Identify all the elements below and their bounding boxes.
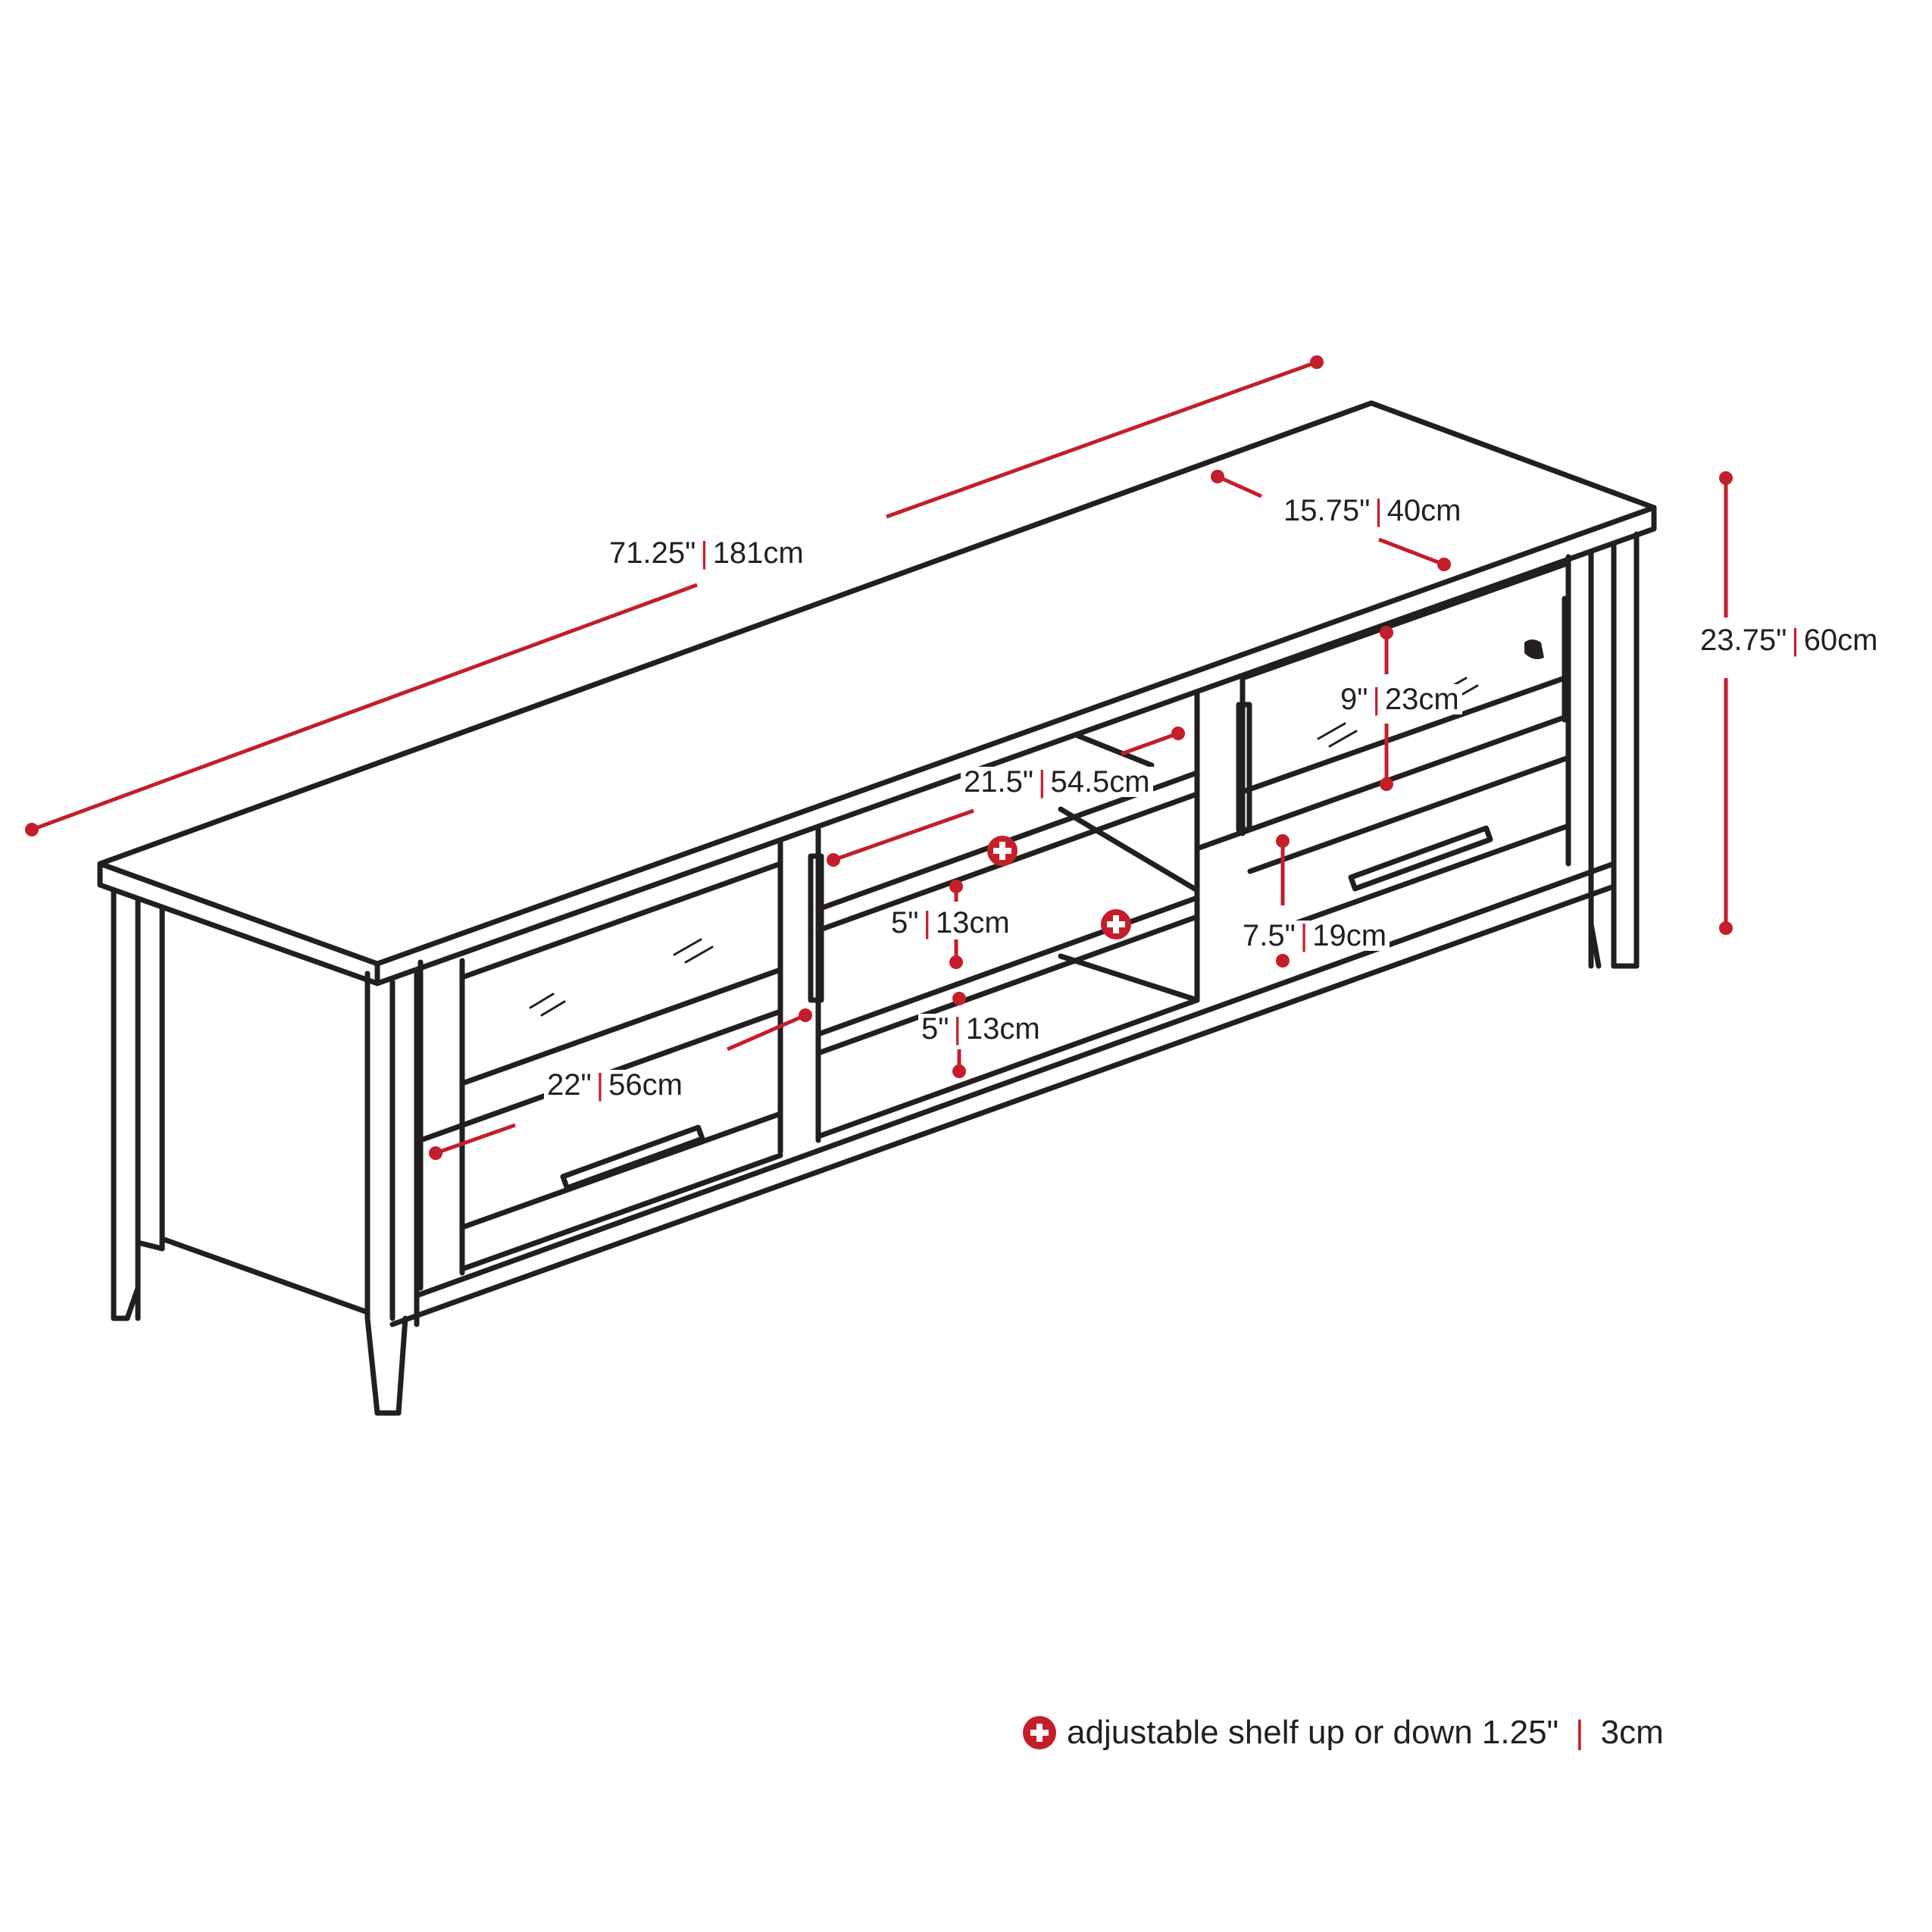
drawer-handle-right <box>1348 825 1493 892</box>
legend-cm: 3cm <box>1600 1714 1664 1751</box>
cm-value: 181cm <box>712 536 804 570</box>
dimension-label-overall-width: 71.25"|181cm <box>606 538 807 568</box>
tabletop <box>97 400 1657 986</box>
adjustable-shelf-markers <box>987 836 1131 939</box>
cm-value: 40cm <box>1386 494 1462 527</box>
legend-text: adjustable shelf up or down 1.25" <box>1067 1714 1559 1751</box>
door-handle-right <box>1236 702 1252 833</box>
inches-value: 5" <box>921 1012 949 1046</box>
dimension-lines <box>25 355 1733 1160</box>
front-frame <box>389 531 1640 1327</box>
plus-circle-icon <box>1023 1716 1056 1749</box>
dimension-label-overall-depth: 15.75"|40cm <box>1280 496 1465 526</box>
door-handle-center <box>808 853 824 1003</box>
drawer-handle-left <box>560 1124 705 1191</box>
separator: | <box>1791 624 1799 657</box>
left-cabinet <box>417 838 783 1291</box>
separator: | <box>923 906 931 939</box>
inches-value: 21.5" <box>964 765 1034 799</box>
separator: | <box>953 1012 961 1046</box>
dimension-label-overall-height: 23.75"|60cm <box>1697 625 1881 655</box>
inches-value: 9" <box>1340 683 1368 716</box>
dimension-label-lower-shelf-gap: 5"|13cm <box>918 1014 1043 1044</box>
inches-value: 15.75" <box>1283 494 1371 527</box>
separator: | <box>700 536 708 570</box>
dimension-label-drawer-opening-height: 9"|23cm <box>1337 684 1462 714</box>
inches-value: 22" <box>547 1068 592 1102</box>
plus-circle-icon <box>1101 909 1131 939</box>
separator: | <box>1575 1714 1584 1751</box>
dimension-label-upper-shelf-gap: 5"|13cm <box>888 908 1013 938</box>
hinge-icon <box>1524 639 1544 659</box>
inches-value: 7.5" <box>1243 919 1296 952</box>
left-side <box>111 887 408 1416</box>
cm-value: 13cm <box>965 1012 1040 1046</box>
dimension-label-right-drawer-height: 7.5"|19cm <box>1240 921 1390 951</box>
plus-circle-icon <box>987 836 1018 866</box>
cm-value: 54.5cm <box>1050 765 1150 799</box>
dimension-label-center-shelf-width: 21.5"|54.5cm <box>961 767 1153 797</box>
separator: | <box>1374 494 1383 527</box>
inches-value: 23.75" <box>1700 624 1787 657</box>
right-cabinet <box>1194 561 1571 1003</box>
separator: | <box>1299 919 1308 952</box>
cm-value: 23cm <box>1384 683 1459 716</box>
cm-value: 60cm <box>1803 624 1878 657</box>
legend-adjustable-shelf: adjustable shelf up or down 1.25" | 3cm <box>1023 1714 1664 1752</box>
dimension-label-left-cabinet-width: 22"|56cm <box>544 1070 686 1100</box>
cm-value: 13cm <box>935 906 1010 939</box>
inches-value: 5" <box>891 906 919 939</box>
separator: | <box>596 1068 605 1102</box>
separator: | <box>1038 765 1046 799</box>
separator: | <box>1372 683 1380 716</box>
cm-value: 56cm <box>608 1068 683 1102</box>
inches-value: 71.25" <box>609 536 696 570</box>
cm-value: 19cm <box>1312 919 1387 952</box>
